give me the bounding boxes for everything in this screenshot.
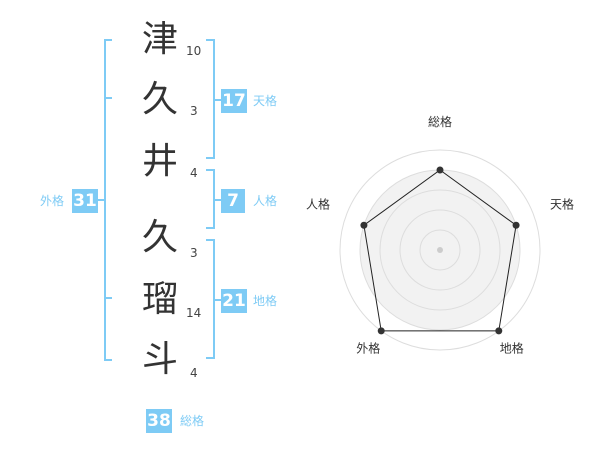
name-panel: 津 10 久 3 井 4 久 3 瑠 14 斗 4 17 天格 7 人格 21 … xyxy=(40,19,278,433)
radar-axis-label-4: 外格 xyxy=(356,341,380,356)
chikaku-bracket xyxy=(206,239,215,359)
radar-axis-label-1: 総格 xyxy=(428,114,452,129)
radar-axis-label-2: 天格 xyxy=(550,196,574,211)
stroke-count-2: 3 xyxy=(190,104,198,118)
stroke-count-4: 3 xyxy=(190,246,198,260)
tenkaku-bracket xyxy=(206,39,215,159)
stroke-count-3: 4 xyxy=(190,166,198,180)
radar-axis-label-5: 人格 xyxy=(306,196,330,211)
jinkaku-value: 7 xyxy=(221,189,245,213)
jinkaku-bracket xyxy=(206,169,215,229)
tenkaku-label: 天格 xyxy=(253,94,278,108)
name-char-1: 津 xyxy=(141,19,178,60)
radar-axis-label-3: 地格 xyxy=(500,341,524,356)
bracket-lines xyxy=(96,39,221,361)
chikaku-value: 21 xyxy=(221,289,247,313)
stroke-count-6: 4 xyxy=(190,366,198,380)
soukaku-label: 総格 xyxy=(180,414,205,428)
soukaku-value: 38 xyxy=(146,409,172,433)
gaikaku-value: 31 xyxy=(72,189,98,213)
name-char-5: 瑠 xyxy=(141,279,178,320)
radar-center xyxy=(437,247,443,253)
radar-polygon xyxy=(363,169,517,332)
name-char-6: 斗 xyxy=(141,339,178,380)
gaikaku-bracket xyxy=(104,39,112,361)
name-char-4: 久 xyxy=(141,217,178,258)
jinkaku-label: 人格 xyxy=(253,194,278,208)
name-char-3: 井 xyxy=(141,141,178,182)
gaikaku-label: 外格 xyxy=(40,194,65,208)
stroke-count-1: 10 xyxy=(186,44,202,58)
tenkaku-value: 17 xyxy=(221,89,247,113)
radar-point-2 xyxy=(512,221,520,229)
chikaku-label: 地格 xyxy=(253,294,278,308)
name-char-2: 久 xyxy=(141,79,178,120)
radar-point-1 xyxy=(436,166,444,174)
radar-point-4 xyxy=(377,327,385,335)
radar-point-5 xyxy=(360,221,368,229)
stroke-count-5: 14 xyxy=(186,306,202,320)
radar-point-3 xyxy=(495,327,503,335)
